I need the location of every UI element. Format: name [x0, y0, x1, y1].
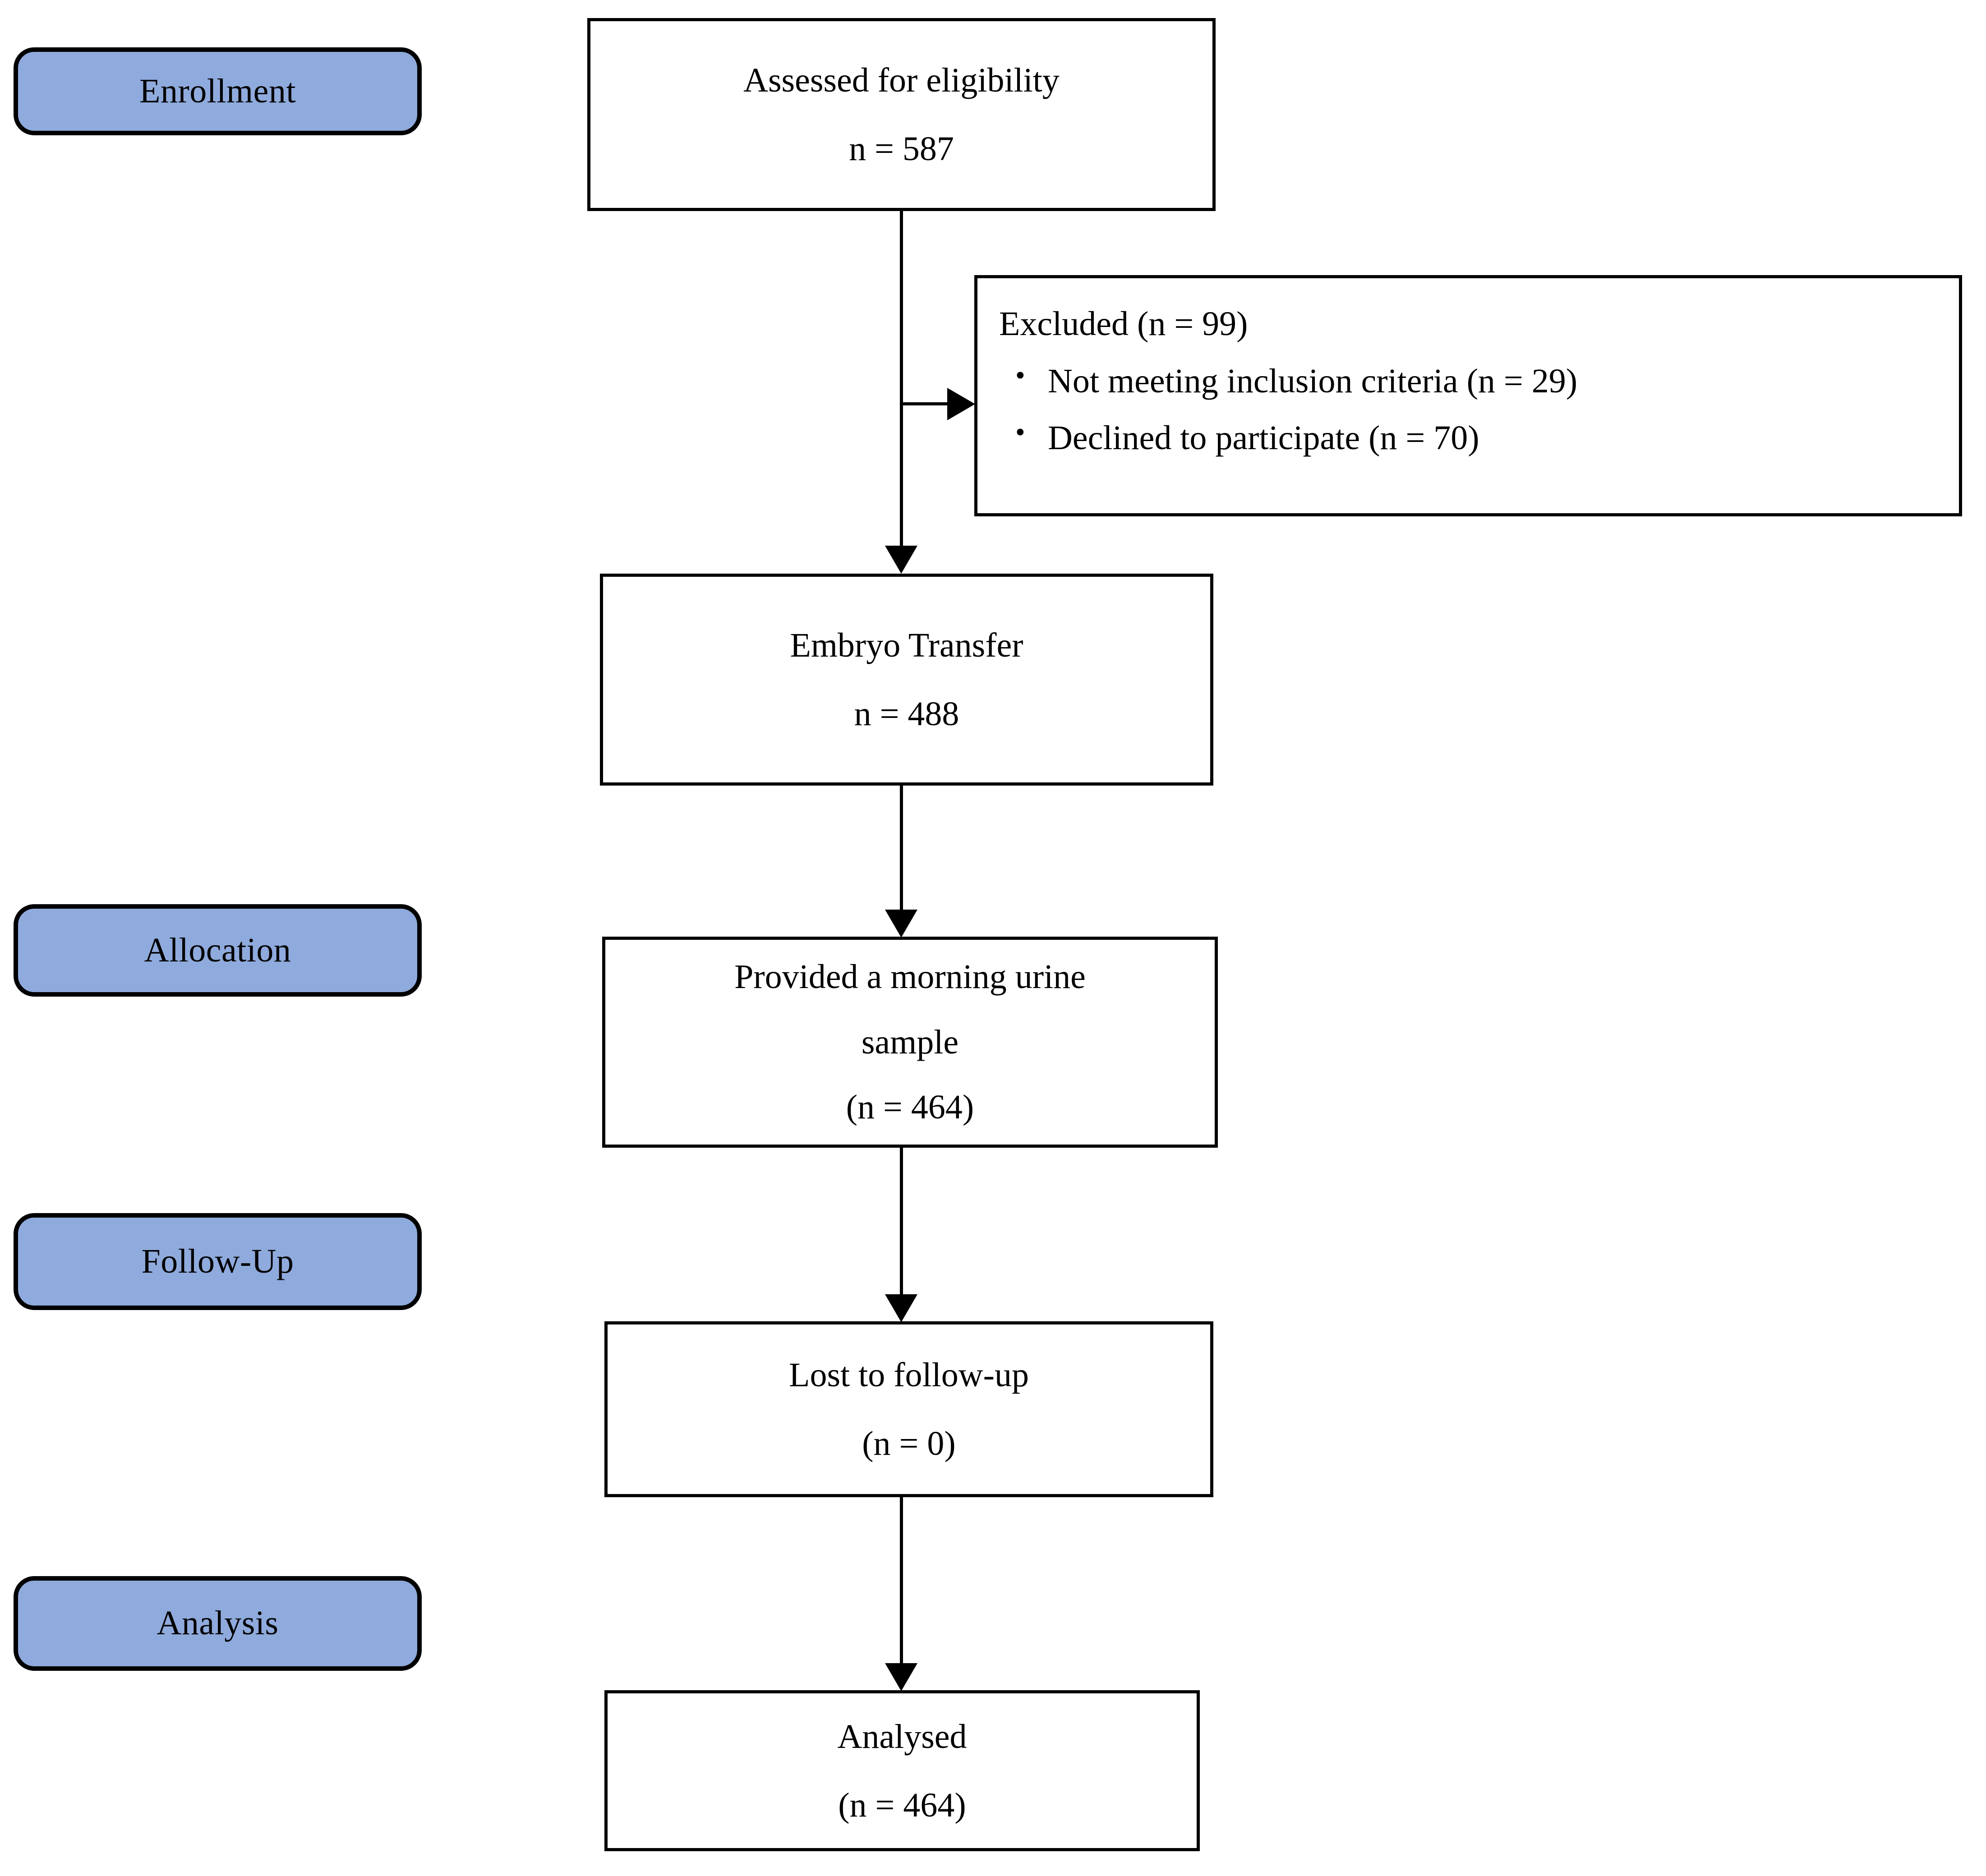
box-urine-sample-line-2: sample — [861, 1023, 959, 1061]
box-lost-to-follow-up-line-1: Lost to follow-up — [789, 1356, 1029, 1394]
stage-label-follow-up-text: Follow-Up — [141, 1242, 294, 1280]
box-urine-sample: Provided a morning urine sample (n = 464… — [602, 937, 1218, 1148]
stage-label-analysis-text: Analysis — [157, 1604, 279, 1642]
box-excluded-reason-text: Declined to participate (n = 70) — [1048, 419, 1479, 457]
connector-assessed-to-embryo-arrowhead — [885, 546, 917, 574]
box-excluded-title: Excluded (n = 99) — [999, 305, 1248, 343]
box-embryo-transfer-line-2: n = 488 — [854, 695, 959, 733]
bullet-icon: • — [1015, 417, 1025, 448]
box-embryo-transfer: Embryo Transfer n = 488 — [600, 574, 1213, 786]
box-analysed: Analysed (n = 464) — [604, 1690, 1200, 1851]
stage-label-enrollment: Enrollment — [14, 47, 422, 135]
box-assessed-line-2: n = 587 — [849, 130, 954, 168]
connector-excluded-arrowhead — [947, 388, 975, 420]
connector-excluded-line — [900, 402, 949, 405]
stage-label-enrollment-text: Enrollment — [139, 72, 296, 110]
box-excluded-reason-item: • Declined to participate (n = 70) — [1015, 415, 1959, 461]
stage-label-follow-up: Follow-Up — [14, 1213, 422, 1310]
box-analysed-line-1: Analysed — [837, 1717, 967, 1756]
bullet-icon: • — [1015, 360, 1025, 391]
stage-label-analysis: Analysis — [14, 1576, 422, 1671]
stage-label-allocation: Allocation — [14, 904, 422, 997]
box-analysed-line-2: (n = 464) — [838, 1786, 966, 1824]
stage-label-allocation-text: Allocation — [144, 931, 291, 969]
connector-embryo-to-urine-arrowhead — [885, 910, 917, 938]
connector-urine-to-lost-arrowhead — [885, 1294, 917, 1322]
box-assessed-for-eligibility: Assessed for eligibility n = 587 — [587, 18, 1216, 211]
box-lost-to-follow-up: Lost to follow-up (n = 0) — [604, 1321, 1213, 1497]
box-excluded-reason-list: • Not meeting inclusion criteria (n = 29… — [999, 358, 1959, 461]
box-excluded: Excluded (n = 99) • Not meeting inclusio… — [974, 275, 1962, 516]
box-urine-sample-line-1: Provided a morning urine — [734, 958, 1086, 996]
connector-assessed-to-embryo-line — [900, 211, 903, 546]
box-assessed-line-1: Assessed for eligibility — [743, 61, 1060, 99]
box-excluded-reason-item: • Not meeting inclusion criteria (n = 29… — [1015, 358, 1959, 405]
connector-urine-to-lost-line — [900, 1148, 903, 1294]
box-urine-sample-line-3: (n = 464) — [846, 1088, 974, 1127]
connector-lost-to-analysed-line — [900, 1497, 903, 1663]
connector-embryo-to-urine-line — [900, 786, 903, 910]
connector-lost-to-analysed-arrowhead — [885, 1663, 917, 1691]
box-excluded-reason-text: Not meeting inclusion criteria (n = 29) — [1048, 362, 1578, 400]
box-lost-to-follow-up-line-2: (n = 0) — [862, 1425, 956, 1462]
box-embryo-transfer-line-1: Embryo Transfer — [790, 626, 1023, 664]
